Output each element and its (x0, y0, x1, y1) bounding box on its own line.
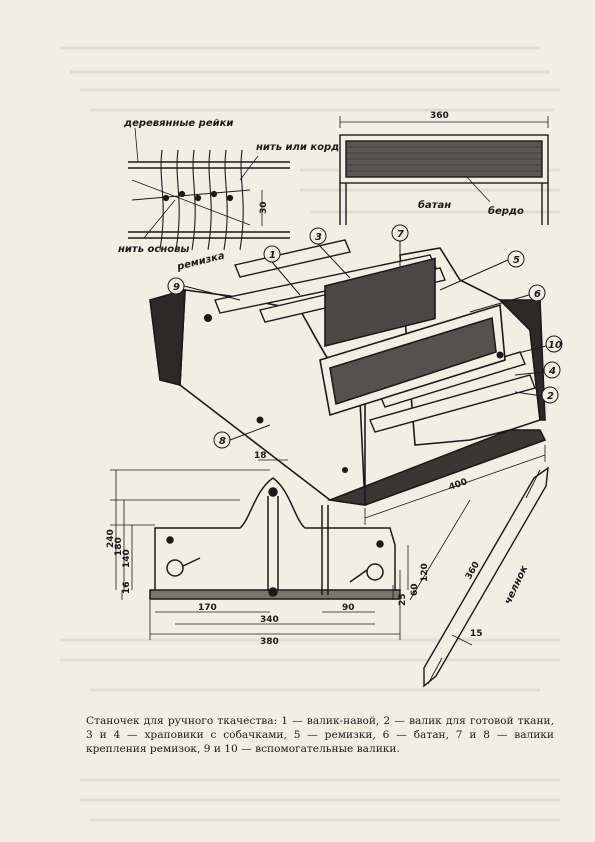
dim-height-60: 60 (410, 583, 420, 596)
shuttle-detail (409, 466, 549, 688)
label-warp-thread: нить основы (118, 244, 189, 255)
part-1: 1 (269, 250, 276, 261)
part-5: 5 (513, 255, 520, 266)
part-9: 9 (173, 282, 180, 293)
loom-frame (149, 239, 547, 506)
dim-height-25: 25 (398, 593, 408, 606)
dim-len-380: 380 (260, 637, 279, 647)
label-wooden-slats: деревянные рейки (123, 118, 233, 129)
dim-height-180: 180 (114, 537, 124, 556)
part-7: 7 (397, 229, 404, 240)
heddle-detail (128, 127, 290, 251)
part-callouts (167, 224, 563, 449)
dim-len-90: 90 (342, 603, 355, 613)
dim-shuttle-width: 15 (470, 629, 483, 639)
dim-top-tab: 18 (254, 451, 267, 461)
label-reed: бердо (488, 205, 524, 217)
part-4: 4 (548, 366, 556, 377)
part-2: 2 (547, 391, 554, 402)
figure-caption: Станочек для ручного ткачества: 1 — вали… (86, 715, 554, 755)
dim-batten-width: 360 (430, 111, 449, 121)
dim-len-340: 340 (260, 615, 279, 625)
label-batten: батан (418, 199, 451, 211)
batten-detail (339, 116, 549, 225)
dim-400-line (364, 445, 546, 525)
dim-frame-depth: 400 (448, 477, 469, 493)
label-thread-or-cord: нить или корд (256, 142, 339, 153)
dim-height-16: 16 (122, 581, 132, 594)
part-10: 10 (548, 340, 562, 351)
dim-height-140: 140 (122, 549, 132, 568)
dim-len-170: 170 (198, 603, 217, 613)
dim-height-240: 240 (106, 529, 116, 548)
part-3: 3 (315, 232, 322, 243)
side-board-detail (110, 459, 409, 640)
dim-slat-gap: 30 (259, 201, 269, 214)
part-6: 6 (534, 289, 541, 300)
dim-height-120: 120 (420, 563, 430, 582)
label-shuttle: челнок (503, 564, 531, 606)
part-8: 8 (219, 436, 226, 447)
